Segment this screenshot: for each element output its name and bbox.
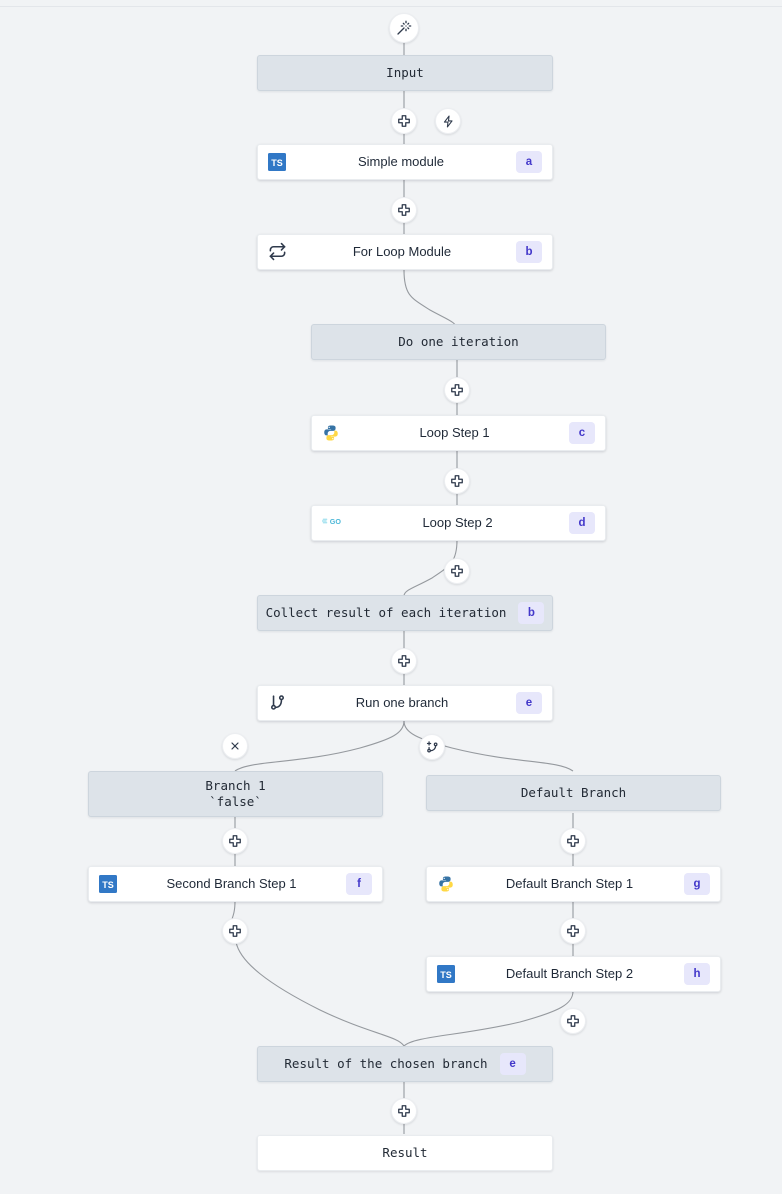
node-do-one-iteration-label: Do one iteration bbox=[398, 334, 519, 350]
node-default-branch-step-2[interactable]: TS Default Branch Step 2 h bbox=[426, 956, 721, 992]
add-branch-button[interactable] bbox=[419, 734, 445, 760]
node-loop-step-1-badge: c bbox=[569, 422, 595, 444]
node-result[interactable]: Result bbox=[257, 1135, 553, 1171]
node-default-branch-step-2-label: Default Branch Step 2 bbox=[505, 965, 634, 981]
top-divider bbox=[0, 6, 782, 7]
svg-text:TS: TS bbox=[440, 970, 452, 980]
node-default-branch-step-1-label: Default Branch Step 1 bbox=[505, 875, 634, 891]
node-default-branch-label: Default Branch bbox=[520, 785, 627, 801]
node-loop-step-1-label: Loop Step 1 bbox=[419, 424, 490, 440]
node-collect-result-label: Collect result of each iteration bbox=[265, 605, 507, 621]
node-run-one-branch-badge: e bbox=[516, 692, 542, 714]
node-simple-module-label: Simple module bbox=[358, 153, 444, 169]
python-icon bbox=[322, 424, 340, 442]
node-simple-module[interactable]: TS Simple module a bbox=[257, 144, 553, 180]
add-step-button-default-branch-step-2[interactable] bbox=[560, 1008, 586, 1034]
node-default-branch-step-2-badge: h bbox=[684, 963, 710, 985]
svg-text:TS: TS bbox=[102, 880, 114, 890]
node-for-loop-module[interactable]: For Loop Module b bbox=[257, 234, 553, 270]
node-second-branch-step-1-label: Second Branch Step 1 bbox=[166, 875, 297, 891]
node-second-branch-step-1[interactable]: TS Second Branch Step 1 f bbox=[88, 866, 383, 902]
add-step-button-loop-step-1[interactable] bbox=[444, 468, 470, 494]
python-icon bbox=[437, 875, 455, 893]
add-step-button-collect-result[interactable] bbox=[391, 648, 417, 674]
node-simple-module-badge: a bbox=[516, 151, 542, 173]
add-step-button-default-branch-step-1[interactable] bbox=[560, 918, 586, 944]
node-input[interactable]: Input bbox=[257, 55, 553, 91]
node-do-one-iteration[interactable]: Do one iteration bbox=[311, 324, 606, 360]
branch-plus-icon bbox=[425, 740, 440, 755]
lightning-icon bbox=[442, 115, 455, 128]
add-step-button-loop-step-2[interactable] bbox=[444, 558, 470, 584]
plus-icon bbox=[566, 834, 580, 848]
add-step-button-do-one-iteration[interactable] bbox=[444, 377, 470, 403]
node-collect-result[interactable]: Collect result of each iteration b bbox=[257, 595, 553, 631]
node-for-loop-module-badge: b bbox=[516, 241, 542, 263]
trigger-button[interactable] bbox=[435, 108, 461, 134]
loop-icon bbox=[268, 242, 288, 262]
svg-text:TS: TS bbox=[271, 158, 283, 168]
plus-icon bbox=[566, 924, 580, 938]
go-icon: GO bbox=[321, 514, 346, 532]
magic-wand-icon bbox=[396, 20, 412, 36]
node-collect-result-badge: b bbox=[518, 602, 545, 624]
node-default-branch[interactable]: Default Branch bbox=[426, 775, 721, 811]
node-loop-step-2-badge: d bbox=[569, 512, 595, 534]
close-icon bbox=[229, 740, 241, 752]
plus-icon bbox=[450, 564, 464, 578]
add-step-button-simple-module[interactable] bbox=[391, 197, 417, 223]
plus-icon bbox=[397, 114, 411, 128]
plus-icon bbox=[397, 1104, 411, 1118]
node-loop-step-2[interactable]: GO Loop Step 2 d bbox=[311, 505, 606, 541]
node-for-loop-module-label: For Loop Module bbox=[352, 243, 452, 259]
plus-icon bbox=[228, 834, 242, 848]
node-run-one-branch[interactable]: Run one branch e bbox=[257, 685, 553, 721]
add-step-button-branch-1[interactable] bbox=[222, 828, 248, 854]
node-run-one-branch-label: Run one branch bbox=[355, 694, 449, 710]
plus-icon bbox=[566, 1014, 580, 1028]
node-default-branch-step-1[interactable]: Default Branch Step 1 g bbox=[426, 866, 721, 902]
plus-icon bbox=[397, 654, 411, 668]
node-result-of-chosen-branch-badge: e bbox=[499, 1053, 526, 1075]
remove-branch-button[interactable] bbox=[222, 733, 248, 759]
node-second-branch-step-1-badge: f bbox=[346, 873, 372, 895]
add-step-button-second-branch-step-1[interactable] bbox=[222, 918, 248, 944]
node-branch-1-label: Branch 1 `false` bbox=[205, 778, 266, 809]
node-result-of-chosen-branch[interactable]: Result of the chosen branch e bbox=[257, 1046, 553, 1082]
node-input-label: Input bbox=[386, 65, 424, 81]
node-result-label: Result bbox=[382, 1145, 428, 1161]
plus-icon bbox=[450, 383, 464, 397]
plus-icon bbox=[397, 203, 411, 217]
add-step-button-input[interactable] bbox=[391, 108, 417, 134]
typescript-icon: TS bbox=[99, 875, 117, 893]
node-loop-step-1[interactable]: Loop Step 1 c bbox=[311, 415, 606, 451]
typescript-icon: TS bbox=[437, 965, 455, 983]
plus-icon bbox=[228, 924, 242, 938]
add-step-button-default-branch[interactable] bbox=[560, 828, 586, 854]
svg-text:GO: GO bbox=[330, 517, 342, 526]
node-default-branch-step-1-badge: g bbox=[684, 873, 710, 895]
plus-icon bbox=[450, 474, 464, 488]
typescript-icon: TS bbox=[268, 153, 286, 171]
add-step-button-result-of-chosen-branch[interactable] bbox=[391, 1098, 417, 1124]
node-branch-1[interactable]: Branch 1 `false` bbox=[88, 771, 383, 817]
node-result-of-chosen-branch-label: Result of the chosen branch bbox=[284, 1056, 488, 1072]
node-loop-step-2-label: Loop Step 2 bbox=[422, 514, 493, 530]
magic-wand-button[interactable] bbox=[389, 13, 419, 43]
branch-icon bbox=[268, 693, 288, 713]
